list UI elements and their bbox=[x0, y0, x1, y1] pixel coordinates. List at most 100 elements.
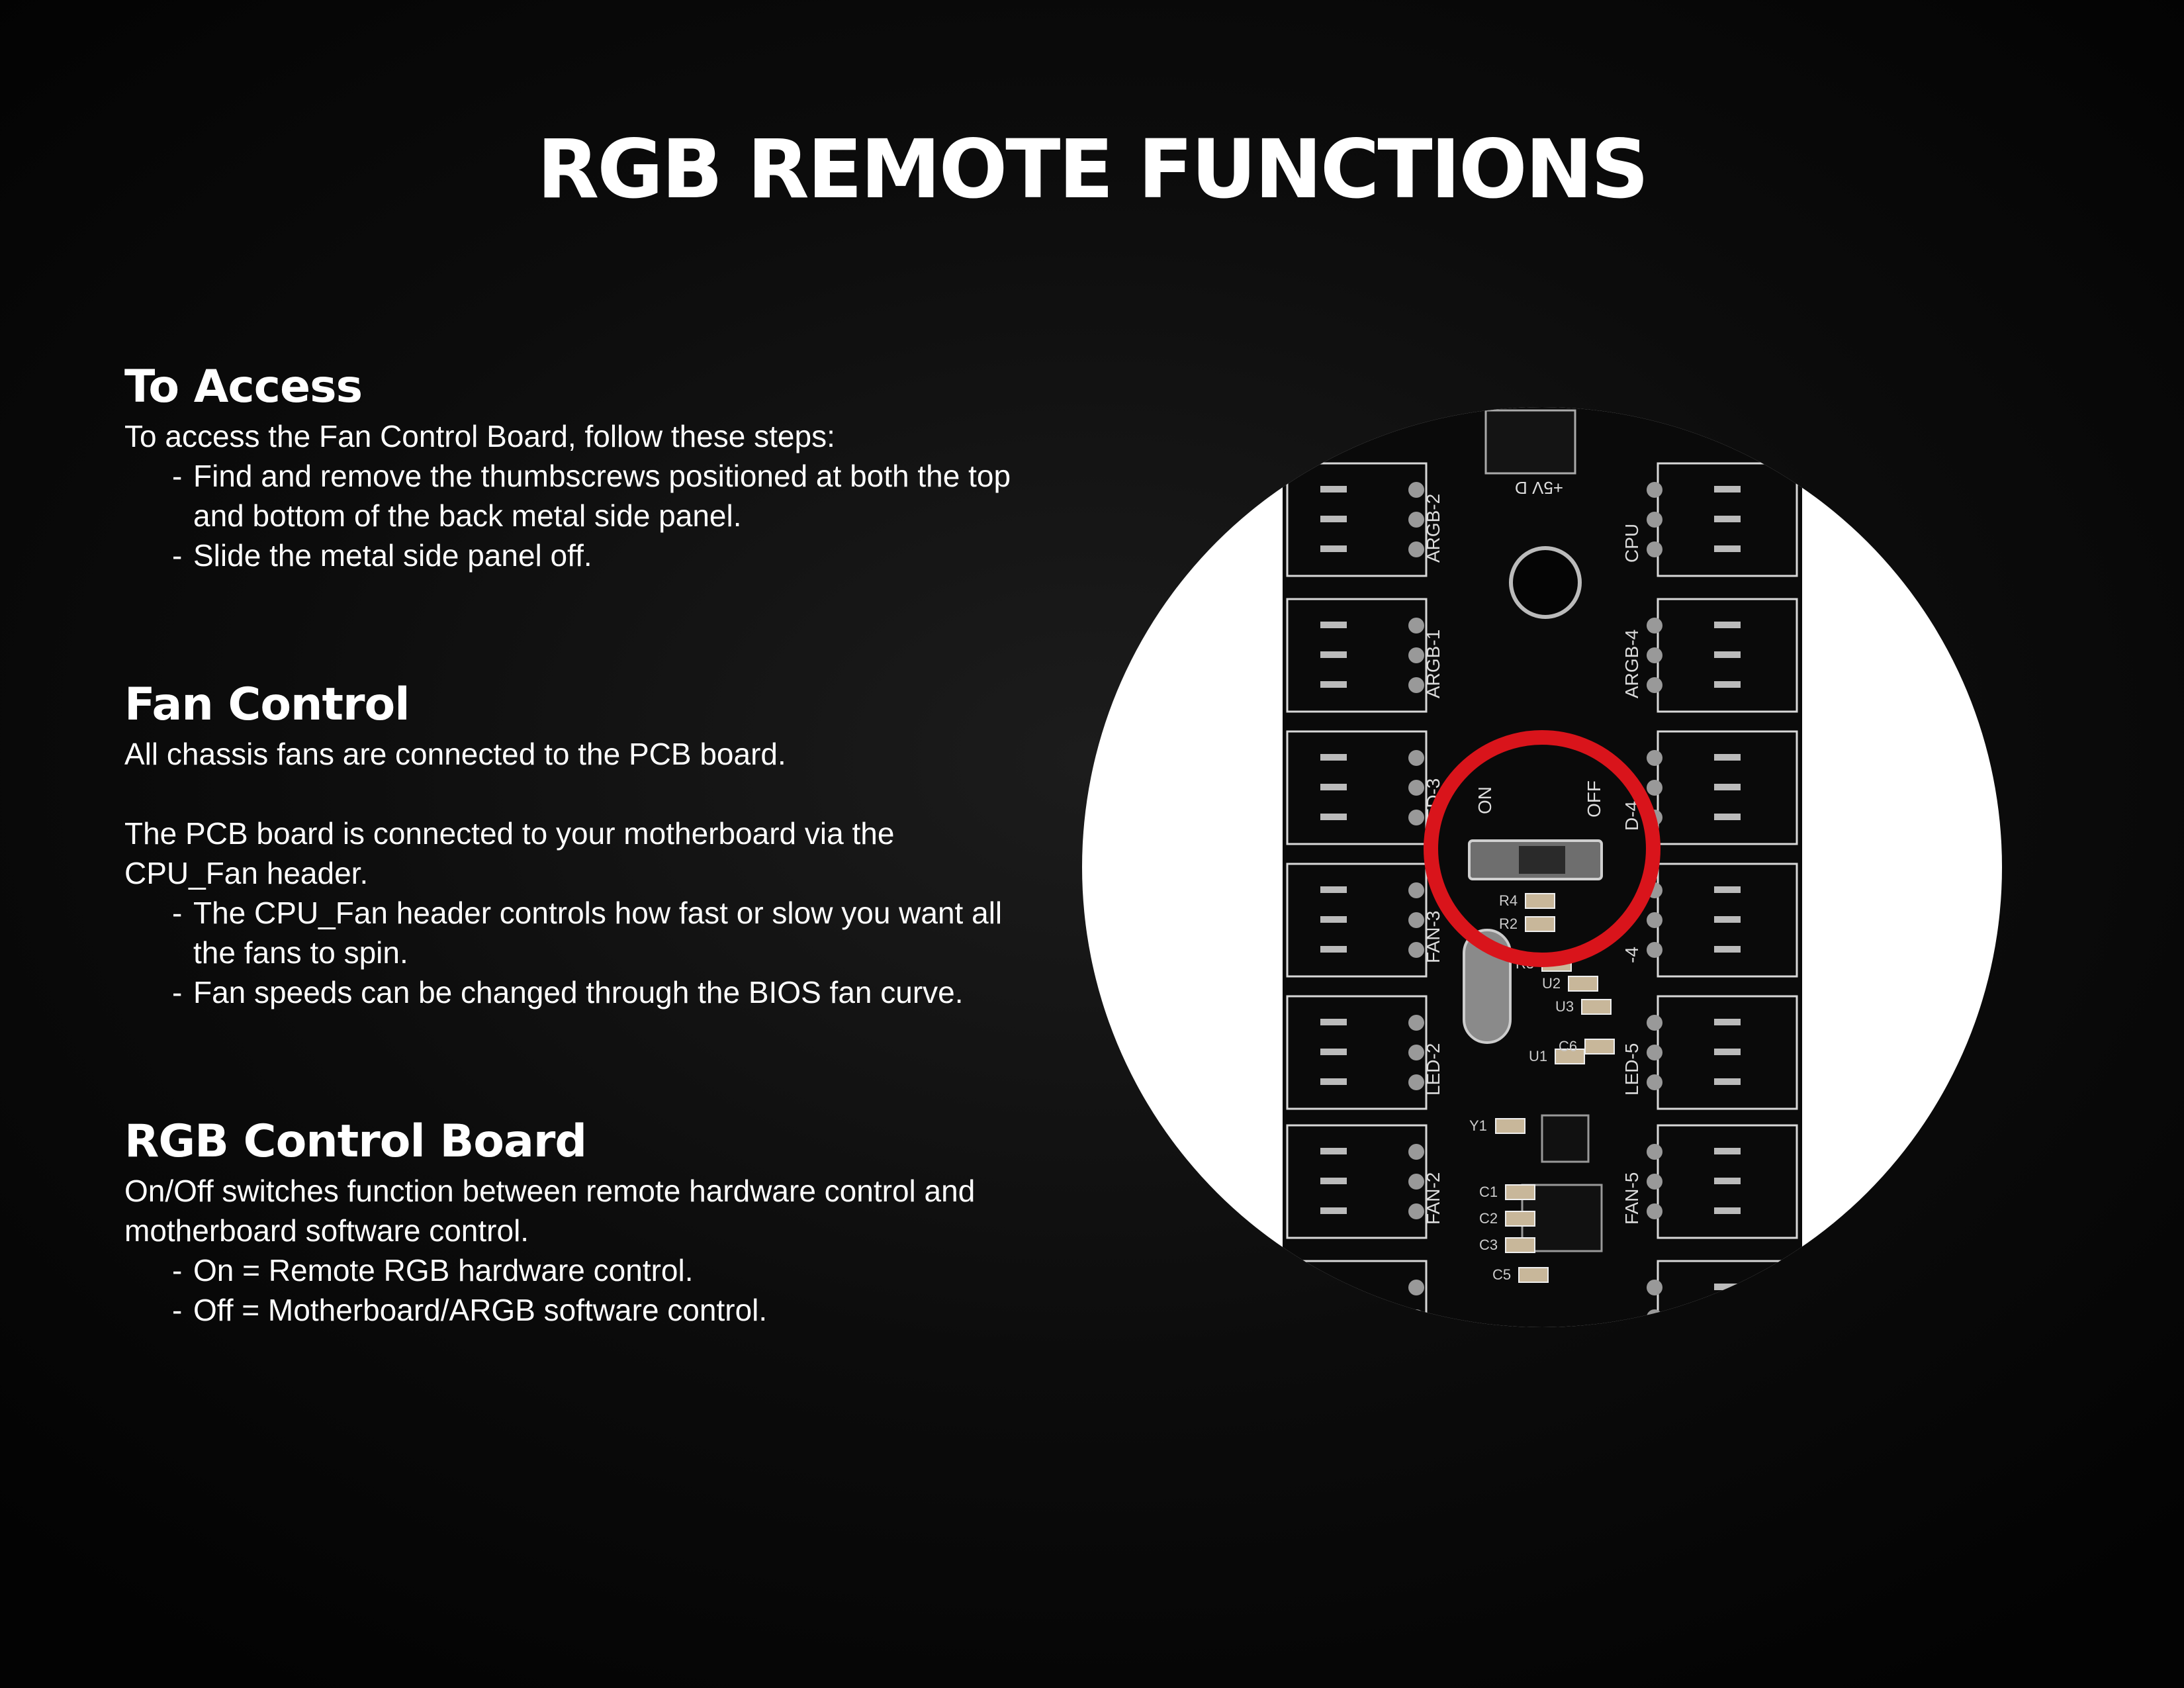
pin-lead bbox=[1714, 486, 1741, 492]
component-label: R4 bbox=[1499, 892, 1518, 909]
pin-lead bbox=[1320, 486, 1347, 492]
pin-lead bbox=[1714, 1078, 1741, 1085]
pin-lead bbox=[1714, 651, 1741, 658]
pin-lead bbox=[1320, 545, 1347, 552]
list-item: -Fan speeds can be changed through the B… bbox=[172, 975, 964, 1009]
header-pin bbox=[1647, 512, 1662, 528]
header-pin bbox=[1408, 1339, 1424, 1355]
pin-lead bbox=[1714, 1019, 1741, 1025]
header-pin bbox=[1408, 1309, 1424, 1325]
smd-component bbox=[1525, 893, 1555, 909]
list-item: -Slide the metal side panel off. bbox=[172, 538, 592, 573]
component-label: C6 bbox=[1559, 1038, 1577, 1055]
connector-label: FAN-2 bbox=[1423, 1172, 1443, 1225]
switch-highlight-circle bbox=[1424, 730, 1661, 967]
header-pin bbox=[1408, 482, 1424, 498]
section-intro: On/Off switches function between remote … bbox=[124, 1174, 976, 1248]
pin-lead bbox=[1714, 1148, 1741, 1154]
smd-component bbox=[1505, 1211, 1535, 1227]
pin-lead bbox=[1320, 1019, 1347, 1025]
header-pin bbox=[1647, 1015, 1662, 1031]
header-pin bbox=[1647, 1045, 1662, 1060]
header-pin bbox=[1647, 750, 1662, 766]
fan-connector bbox=[1286, 863, 1428, 978]
header-pin bbox=[1647, 482, 1662, 498]
pin-lead bbox=[1320, 886, 1347, 893]
header-pin bbox=[1647, 942, 1662, 958]
section-to-access: To Access To access the Fan Control Boar… bbox=[124, 361, 1018, 575]
header-pin bbox=[1647, 1309, 1662, 1325]
connector-label: ARGB-2 bbox=[1423, 494, 1443, 563]
pin-lead bbox=[1320, 1343, 1347, 1350]
pin-lead bbox=[1714, 1049, 1741, 1055]
connector-label: -4 bbox=[1621, 947, 1642, 963]
pin-lead bbox=[1320, 784, 1347, 790]
pin-lead bbox=[1714, 946, 1741, 953]
section-heading: RGB Control Board bbox=[124, 1115, 587, 1168]
switch-on-label: ON bbox=[1475, 786, 1495, 814]
pin-lead bbox=[1714, 545, 1741, 552]
pin-lead bbox=[1714, 814, 1741, 820]
screw-hole bbox=[1509, 546, 1582, 619]
component-label: C3 bbox=[1479, 1237, 1498, 1253]
section-heading: Fan Control bbox=[124, 679, 410, 731]
header-pin bbox=[1408, 750, 1424, 766]
smd-component bbox=[1518, 1267, 1549, 1283]
pin-lead bbox=[1320, 1313, 1347, 1320]
section-heading: To Access bbox=[124, 361, 363, 413]
header-pin bbox=[1647, 1174, 1662, 1190]
fan-connector bbox=[1286, 730, 1428, 845]
component-label: U2 bbox=[1542, 975, 1561, 992]
fan-connector bbox=[1286, 995, 1428, 1110]
pin-lead bbox=[1714, 516, 1741, 522]
power-header bbox=[1484, 409, 1576, 475]
header-pin bbox=[1647, 677, 1662, 693]
header-pin bbox=[1647, 1144, 1662, 1160]
connector-label: FAN-5 bbox=[1621, 1172, 1642, 1225]
header-pin bbox=[1647, 1339, 1662, 1355]
header-pin bbox=[1408, 618, 1424, 633]
header-pin bbox=[1408, 1074, 1424, 1090]
connector-label: D-6 bbox=[1621, 1331, 1642, 1360]
pin-lead bbox=[1714, 681, 1741, 688]
list-item: -The CPU_Fan header controls how fast or… bbox=[172, 896, 1003, 970]
pin-lead bbox=[1714, 886, 1741, 893]
pin-lead bbox=[1320, 754, 1347, 761]
chip-u3 bbox=[1541, 1114, 1590, 1163]
pin-lead bbox=[1320, 622, 1347, 628]
header-pin bbox=[1408, 1015, 1424, 1031]
section-fan-control: Fan Control All chassis fans are connect… bbox=[124, 679, 1018, 1012]
fan-connector bbox=[1286, 598, 1428, 713]
header-pin bbox=[1408, 647, 1424, 663]
smd-component bbox=[1581, 999, 1612, 1015]
header-pin bbox=[1408, 1280, 1424, 1295]
header-pin bbox=[1408, 1203, 1424, 1219]
header-pin bbox=[1408, 677, 1424, 693]
pin-lead bbox=[1320, 651, 1347, 658]
list-item: -On = Remote RGB hardware control. bbox=[172, 1253, 694, 1288]
smd-component bbox=[1568, 976, 1598, 992]
pin-lead bbox=[1320, 814, 1347, 820]
header-pin bbox=[1408, 780, 1424, 796]
section-rgb-control-board: RGB Control Board On/Off switches functi… bbox=[124, 1115, 1018, 1330]
pin-lead bbox=[1714, 784, 1741, 790]
connector-label: D-1 bbox=[1423, 1331, 1443, 1360]
switch-off-label: OFF bbox=[1584, 780, 1604, 818]
header-pin bbox=[1408, 1174, 1424, 1190]
paragraph: The PCB board is connected to your mothe… bbox=[124, 816, 895, 890]
pin-lead bbox=[1714, 916, 1741, 923]
smd-component bbox=[1505, 1237, 1535, 1253]
pin-lead bbox=[1714, 1178, 1741, 1184]
section-intro: To access the Fan Control Board, follow … bbox=[124, 419, 835, 453]
pin-lead bbox=[1320, 916, 1347, 923]
connector-label: FAN-3 bbox=[1423, 911, 1443, 963]
switch-slider bbox=[1519, 846, 1565, 874]
connector-label: LED-5 bbox=[1621, 1043, 1642, 1096]
header-pin bbox=[1647, 1203, 1662, 1219]
connector-label: ARGB-1 bbox=[1423, 630, 1443, 698]
pin-lead bbox=[1320, 1049, 1347, 1055]
pin-lead bbox=[1320, 681, 1347, 688]
component-label: U3 bbox=[1555, 998, 1574, 1015]
smd-component bbox=[1495, 1118, 1525, 1134]
